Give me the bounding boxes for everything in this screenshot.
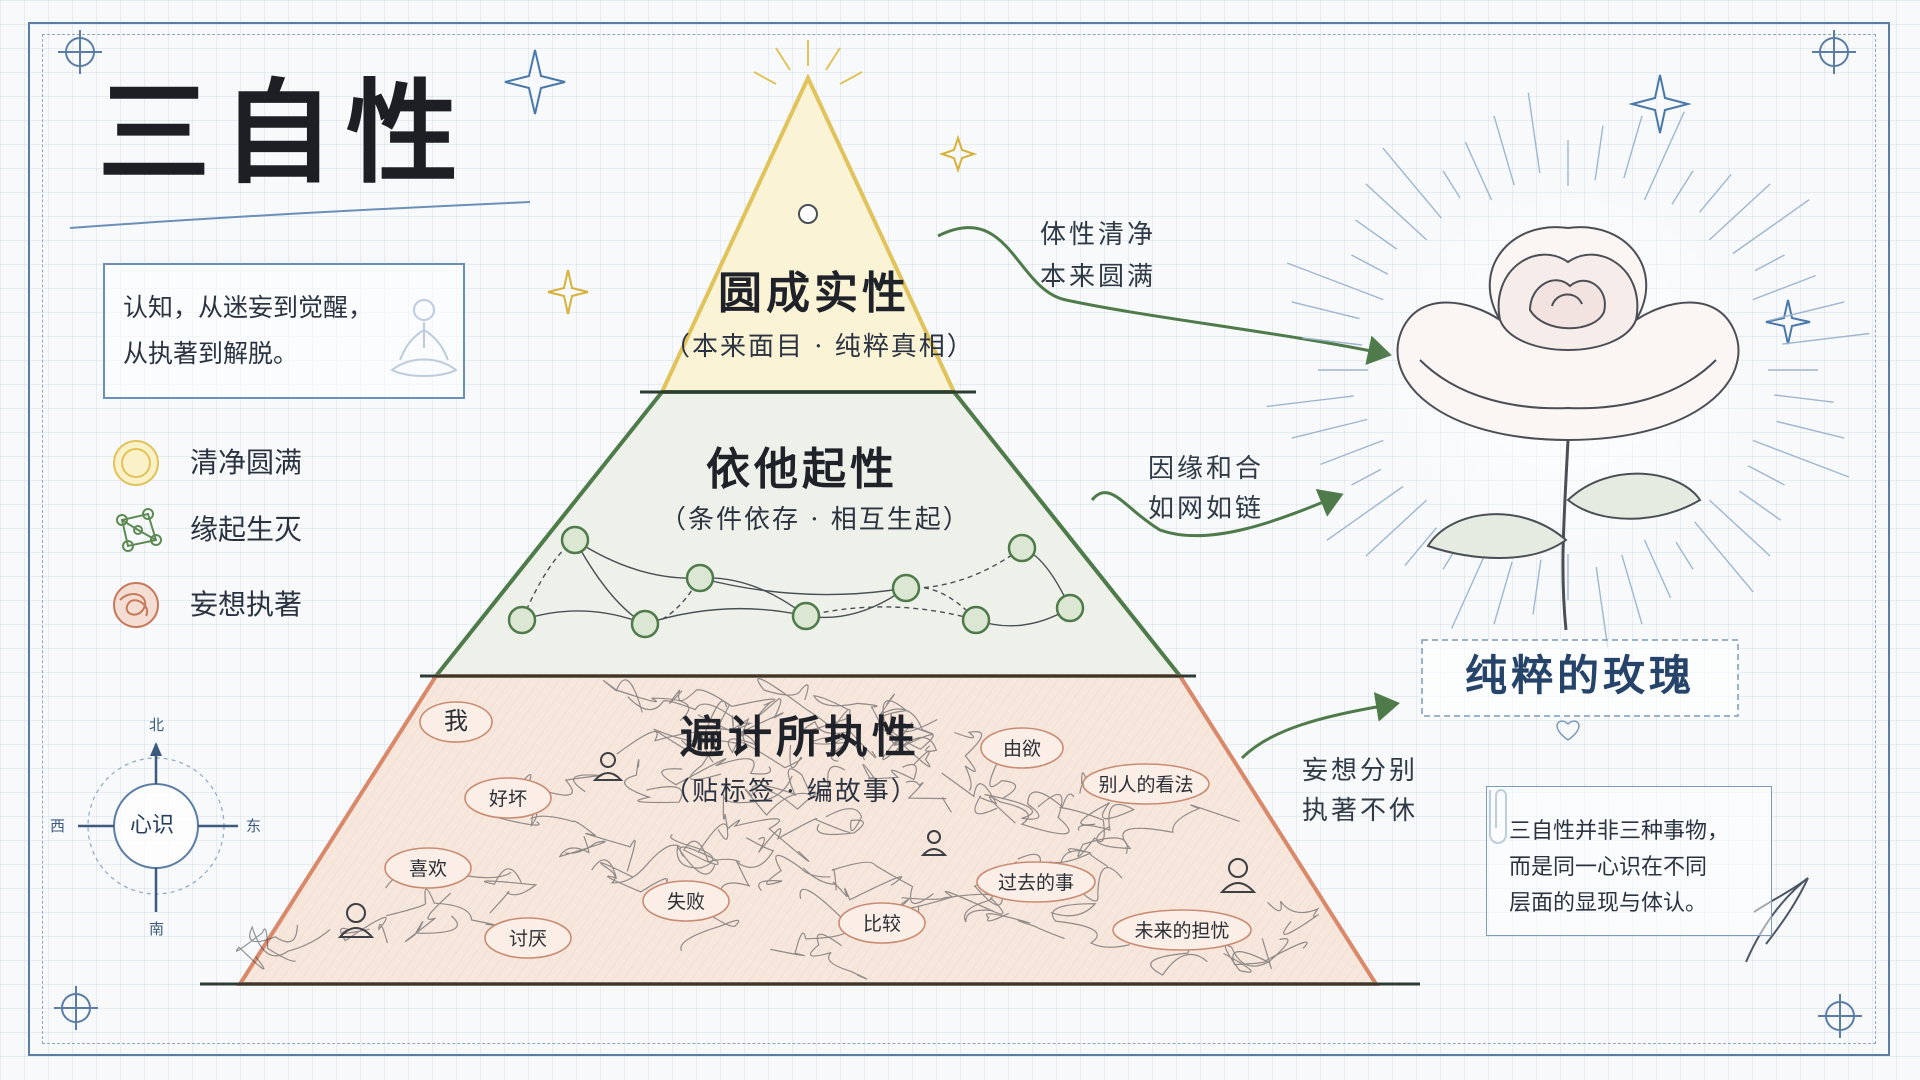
legend-label-pure: 清净圆满: [190, 446, 303, 479]
side-note-middle-1: 因缘和合: [1148, 454, 1265, 484]
level-bottom-title: 遍计所执性: [680, 712, 920, 763]
level-middle-subtitle: （条件依存 · 相互生起）: [660, 505, 971, 535]
main-title: 三自性: [98, 69, 470, 199]
side-note-bottom-2: 执著不休: [1302, 796, 1419, 826]
note-line-1: 三自性并非三种事物，: [1509, 819, 1730, 844]
rose-caption: 纯粹的玫瑰: [1464, 651, 1695, 700]
level-bottom-subtitle: （贴标签 · 编故事）: [664, 777, 919, 807]
network-icon: [116, 508, 162, 552]
thought-bubble: [980, 727, 1064, 769]
thought-bubble: [484, 917, 572, 959]
thought-bubble-label: 讨厌: [509, 928, 547, 950]
compass-south: 南: [149, 920, 165, 938]
thought-bubble: [1082, 763, 1210, 805]
pyramid: [200, 40, 1420, 986]
thought-bubble-label: 由欲: [1003, 738, 1041, 760]
thought-bubble-label: 好坏: [489, 788, 527, 810]
level-top-subtitle: （本来面目 · 纯粹真相）: [664, 332, 975, 362]
thought-bubble-label: 喜欢: [409, 858, 447, 880]
apex-rays: [753, 40, 863, 85]
person-icons: [337, 752, 1257, 938]
side-note-middle-2: 如网如链: [1148, 494, 1265, 524]
rose-icon: [1266, 92, 1870, 648]
thought-bubble: [642, 880, 730, 922]
legend-label-arising: 缘起生灭: [190, 513, 303, 546]
network-node: [560, 525, 590, 555]
compass-center-label: 心识: [130, 813, 175, 838]
compass-east: 东: [246, 817, 262, 835]
network-node: [1055, 593, 1085, 623]
legend-label-attachment: 妄想执著: [190, 588, 303, 621]
side-note-bottom-1: 妄想分别: [1302, 756, 1419, 786]
network-node: [891, 573, 921, 603]
sun-circle-icon: [113, 440, 159, 486]
network-node: [630, 609, 660, 639]
intro-line-2: 从执著到解脱。: [123, 339, 299, 368]
apex-circle: [798, 204, 818, 224]
network-node: [961, 605, 991, 635]
level-top-title: 圆成实性: [718, 268, 910, 319]
network-node: [685, 563, 715, 593]
network-node: [1007, 533, 1037, 563]
thought-bubble: [384, 847, 472, 889]
thought-bubble-label: 比较: [863, 913, 901, 935]
thought-bubble: [419, 701, 493, 743]
network-node: [507, 605, 537, 635]
title-underline: [69, 201, 531, 229]
heart-icon: [1556, 720, 1580, 741]
dependency-network: [507, 525, 1085, 639]
legend-icons: [113, 440, 162, 628]
rose-caption-frame: [1421, 639, 1739, 717]
thought-bubble-label: 失败: [667, 891, 705, 913]
compass-north: 北: [149, 716, 165, 734]
corner-marks: [54, 30, 1862, 1038]
thought-bubble: [1112, 909, 1252, 951]
network-node: [791, 601, 821, 631]
thought-bubble-label: 未来的担忧: [1134, 920, 1229, 942]
compass-icon: [78, 742, 238, 912]
compass-west: 西: [50, 817, 66, 835]
note-box: 三自性并非三种事物， 而是同一心识在不同 层面的显现与体认。: [1486, 786, 1772, 936]
side-note-top-2: 本来圆满: [1040, 262, 1157, 292]
tangle-icon: [113, 582, 159, 628]
intro-line-1: 认知，从迷妄到觉醒，: [123, 293, 374, 322]
thought-bubble-label: 过去的事: [998, 872, 1074, 894]
level-middle-title: 依他起性: [706, 444, 898, 495]
thought-bubble-label: 我: [444, 707, 468, 735]
note-line-3: 层面的显现与体认。: [1509, 891, 1708, 916]
connector-arrows: [937, 226, 1400, 760]
thought-bubble: [464, 777, 552, 819]
thought-bubble: [838, 902, 926, 944]
side-note-top-1: 体性清净: [1040, 220, 1157, 250]
intro-box: 认知，从迷妄到觉醒， 从执著到解脱。: [103, 263, 465, 399]
thought-bubble-label: 别人的看法: [1098, 774, 1193, 796]
thought-bubble: [976, 861, 1096, 903]
note-line-2: 而是同一心识在不同: [1509, 855, 1708, 880]
